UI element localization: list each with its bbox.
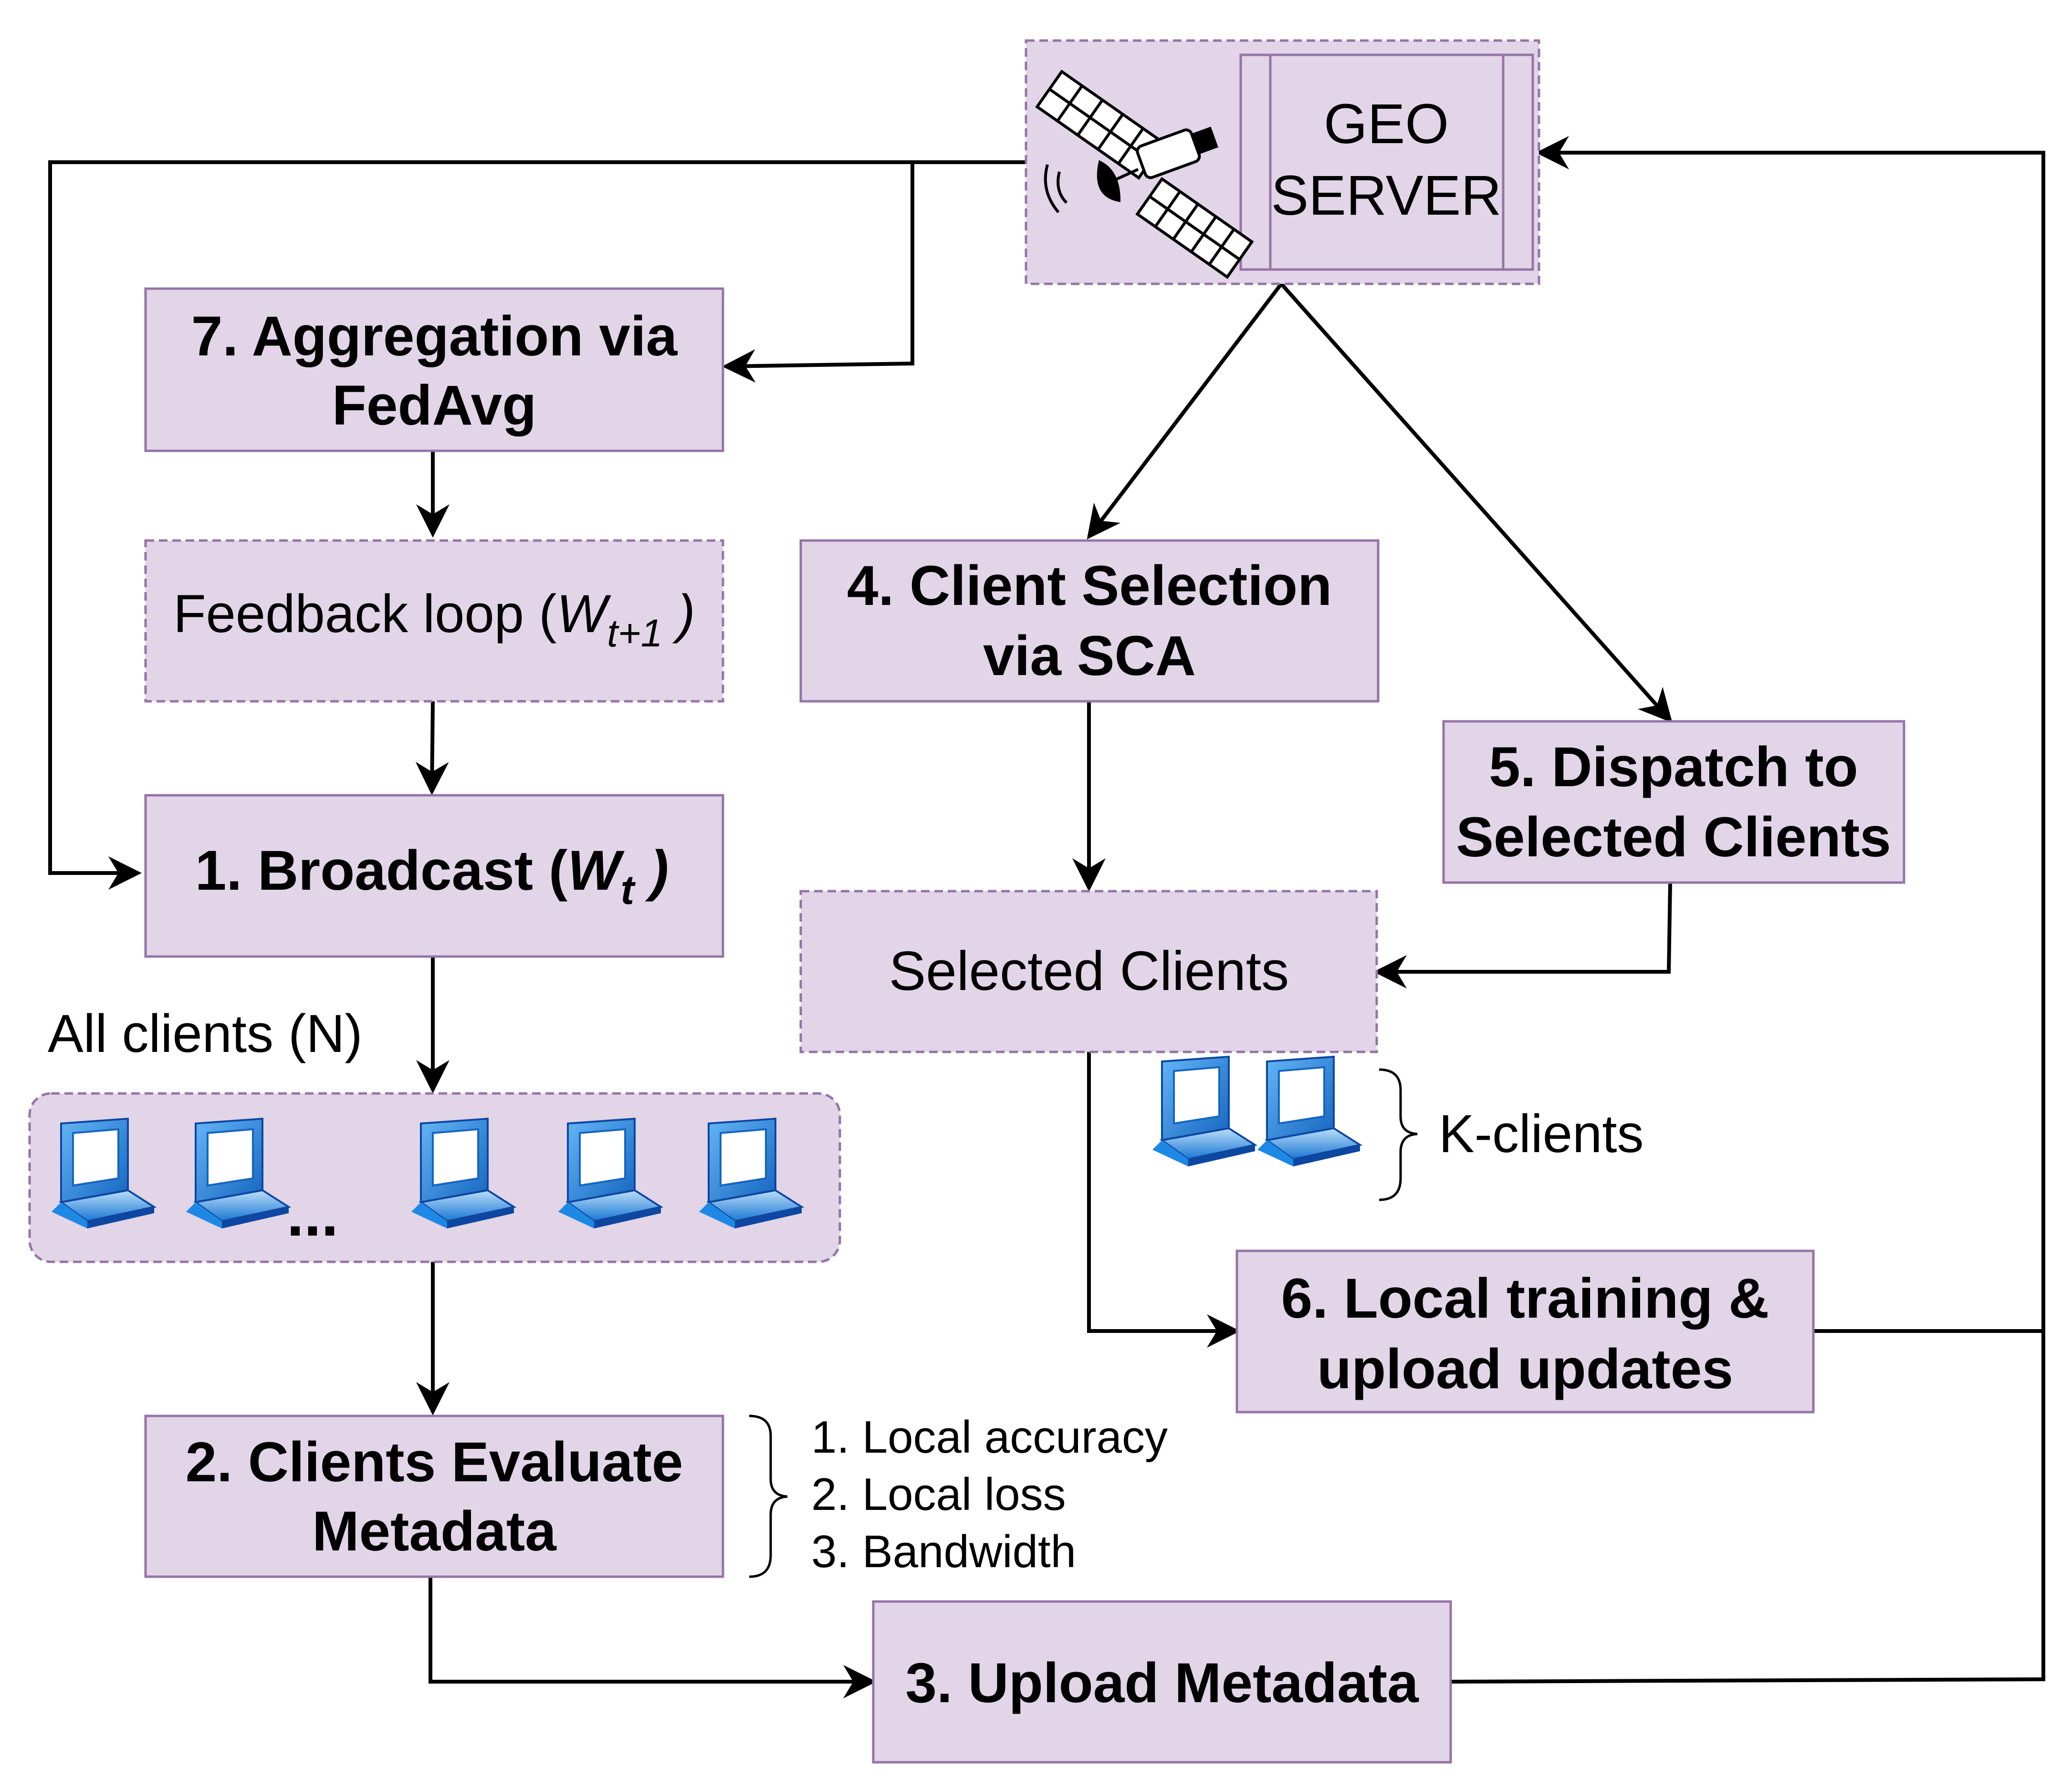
k-clients-label: K-clients [1439, 1104, 1643, 1164]
local-training-line2: upload updates [1317, 1338, 1733, 1401]
geo-server: GEO SERVER [1025, 39, 1540, 285]
step-broadcast: 1. Broadcast (Wt ) [144, 794, 724, 958]
all-clients-ellipsis: ... [287, 1179, 338, 1249]
local-training-line1: 6. Local training & [1281, 1267, 1769, 1330]
feedback-var: W [556, 584, 611, 644]
step-upload-metadata: 3. Upload Metadata [872, 1600, 1452, 1764]
step-aggregation: 7. Aggregation via FedAvg [144, 287, 724, 452]
feedback-suffix: ) [662, 584, 695, 644]
feedback-label: Feedback loop (Wt+1 ) [173, 584, 695, 655]
evaluate-line2: Metadata [312, 1500, 557, 1563]
aggregation-line1: 7. Aggregation via [191, 305, 678, 368]
geo-server-label-line1: GEO [1324, 93, 1449, 156]
connector-selected-to-training [1087, 1052, 1240, 1348]
connector-server-to-selection [1087, 282, 1283, 540]
geo-server-label-box [1239, 53, 1534, 271]
connectors [48, 136, 2045, 1698]
satellite-icon [1035, 69, 1254, 279]
all-clients-group: ... [28, 1092, 841, 1263]
step-client-selection: 4. Client Selection via SCA [799, 539, 1380, 703]
client-selection-line2: via SCA [983, 624, 1196, 687]
step-evaluate: 2. Clients Evaluate Metadata [144, 1415, 724, 1578]
metadata-list: 1. Local accuracy 2. Local loss 3. Bandw… [749, 1412, 1168, 1578]
evaluate-line1: 2. Clients Evaluate [186, 1431, 683, 1494]
connector-upload-to-server [1450, 136, 2045, 1684]
step-dispatch: 5. Dispatch to Selected Clients [1442, 720, 1905, 884]
metadata-item-3: 3. Bandwidth [811, 1526, 1076, 1577]
connector-server-to-dispatch [1280, 282, 1673, 723]
broadcast-sub: t [621, 867, 636, 913]
feedback-sub: t+1 [607, 612, 662, 655]
broadcast-var: W [567, 839, 625, 902]
feedback-prefix: Feedback loop ( [173, 584, 556, 644]
laptop-icon [1151, 1056, 1256, 1167]
connector-feedback-to-broadcast [415, 701, 449, 795]
metadata-item-2: 2. Local loss [811, 1469, 1066, 1520]
broadcast-prefix: 1. Broadcast ( [195, 839, 568, 902]
all-clients-label: All clients (N) [48, 1004, 363, 1063]
selected-clients-label: Selected Clients [889, 940, 1289, 1002]
connector-server-to-broadcast [48, 160, 1026, 890]
geo-server-label-line2: SERVER [1271, 164, 1501, 227]
client-selection-line1: 4. Client Selection [847, 554, 1332, 617]
metadata-brace [749, 1415, 788, 1578]
broadcast-label: 1. Broadcast (Wt ) [195, 839, 669, 913]
dispatch-line1: 5. Dispatch to [1489, 736, 1858, 799]
connector-evaluate-to-upload [429, 1577, 877, 1698]
selected-clients: Selected Clients [799, 890, 1378, 1053]
aggregation-line2: FedAvg [332, 374, 536, 437]
feedback-loop: Feedback loop (Wt+1 ) [144, 539, 724, 703]
connector-server-to-aggregation [722, 162, 914, 383]
connector-dispatch-to-selected [1373, 882, 1672, 988]
dispatch-line2: Selected Clients [1456, 806, 1891, 869]
step-local-training: 6. Local training & upload updates [1235, 1249, 1815, 1414]
metadata-item-1: 1. Local accuracy [811, 1412, 1168, 1463]
k-clients-group: K-clients [1151, 1056, 1643, 1201]
upload-metadata-label: 3. Upload Metadata [905, 1652, 1419, 1715]
k-clients-brace [1379, 1068, 1418, 1201]
laptop-icon [1256, 1056, 1361, 1167]
broadcast-suffix: ) [634, 839, 669, 902]
